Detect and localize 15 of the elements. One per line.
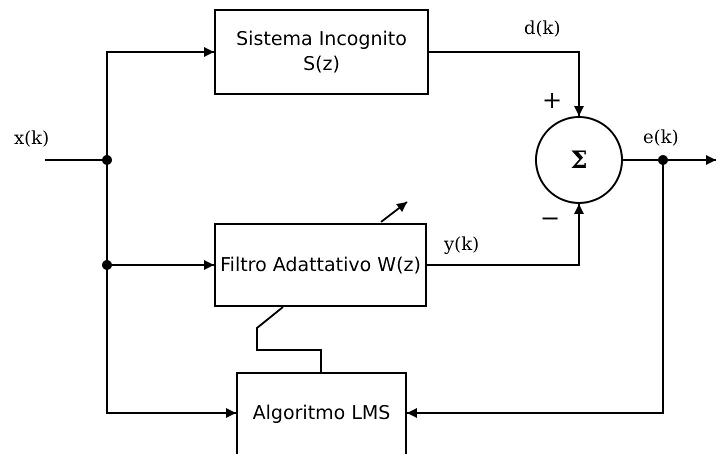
process-box <box>214 9 429 95</box>
sigma-symbol: Σ <box>570 144 588 176</box>
signal-label: x(k) <box>14 130 50 148</box>
block-label: Filtro Adattativo W(z) <box>220 252 421 278</box>
signal-label: e(k) <box>643 129 679 147</box>
signal-label: d(k) <box>524 20 560 38</box>
process-box <box>236 372 407 454</box>
sign-label: − <box>540 206 560 230</box>
sign-label: + <box>542 88 562 112</box>
block-label: Sistema Incognito S(z) <box>235 27 408 77</box>
signal-label: y(k) <box>444 236 480 254</box>
process-box <box>214 223 427 307</box>
connector-arrow <box>427 204 584 266</box>
block-label: Algoritmo LMS <box>252 400 390 426</box>
connector-arrow <box>429 51 584 116</box>
